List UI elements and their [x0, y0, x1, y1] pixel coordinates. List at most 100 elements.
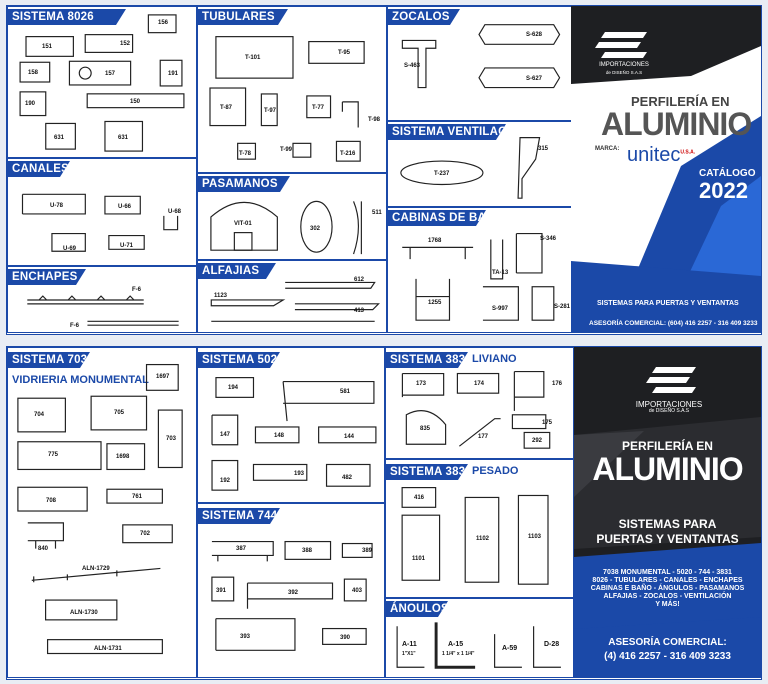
panel-sistema-8026: SISTEMA 8026 156 151 152 158 157 191 190…	[7, 6, 197, 158]
catalog-label: CATÁLOGO	[699, 168, 756, 179]
profile-label: 387	[236, 546, 247, 552]
profiles-enchapes-drawing	[27, 295, 179, 326]
profile-label: 157	[105, 71, 116, 77]
profile-label: 390	[340, 635, 351, 641]
profile-label: U-71	[120, 243, 134, 249]
profile-label: 708	[46, 498, 57, 504]
section-title-enchapes: ENCHAPES	[8, 269, 86, 285]
section-subtitle-liviano: LIVIANO	[472, 353, 517, 365]
profile-label: 631	[54, 135, 65, 141]
section-title-angulos: ÁNOULOS	[386, 601, 448, 617]
profile-label: 761	[132, 494, 143, 500]
profile-label: T-98	[368, 117, 381, 123]
profiles-ventilacion-drawing	[400, 137, 541, 199]
catalog-back-cover: IMPORTACIONES de DISEÑO S.A.S PERFILERÍA…	[574, 347, 761, 678]
profile-label: S-281	[554, 304, 571, 310]
section-title-5020: SISTEMA 5020	[198, 352, 280, 368]
section-subtitle-pesado: PESADO	[472, 465, 519, 477]
catalog-year: 2022	[699, 178, 748, 203]
profile-label: 1103	[528, 534, 542, 540]
profiles-7038-drawing	[17, 363, 183, 655]
profile-label: D-28	[544, 641, 560, 648]
panel-sistema-7038: SISTEMA 7038 VIDRIERIA MONUMENTAL 1697 7…	[7, 347, 197, 678]
brand-logo-icon	[595, 32, 647, 58]
profile-label: 151	[42, 44, 53, 50]
section-title-cabinas: CABINAS DE BAÑO	[388, 210, 486, 226]
profile-label: F-6	[70, 323, 79, 329]
profile-label: 174	[474, 381, 485, 387]
section-title-zocalos: ZOCALOS	[388, 9, 460, 25]
section-title-ventilacion: SISTEMA VENTILACION	[388, 124, 506, 140]
section-title-744: SISTEMA 744	[198, 508, 280, 524]
profiles-pasamanos-drawing	[210, 200, 362, 255]
panel-alfajias: ALFAJIAS 1123 612 413	[197, 260, 387, 333]
profile-label: A-15	[448, 641, 464, 648]
profile-label: T-101	[245, 55, 261, 61]
profile-label: T-237	[434, 171, 450, 177]
panel-sistema-3831-pesado: SISTEMA 3831 PESADO 416 1101 1102 1103	[385, 459, 574, 598]
profile-label: 1255	[428, 300, 442, 306]
panel-sistema-3831-liviano: SISTEMA 3831 LIVIANO 173 174 176 835 177…	[385, 347, 574, 459]
profile-label: T-216	[340, 151, 356, 157]
systems-list-line: ALFAJIAS - ZOCALOS - VENTILACIÓN	[603, 593, 732, 600]
profile-label: 192	[220, 478, 231, 484]
profile-label: 392	[288, 590, 299, 596]
systems-list-line: 8026 - TUBULARES - CANALES - ENCHAPES	[592, 577, 743, 584]
brand-unitec: unitecU.S.A.	[627, 144, 696, 166]
profiles-angulos-drawing	[396, 622, 561, 669]
profile-label: 403	[352, 588, 363, 594]
profiles-744-drawing	[211, 540, 373, 651]
profile-label: T-99	[280, 147, 293, 153]
systems-line-2: PUERTAS Y VENTANTAS	[596, 532, 739, 546]
profile-label: 1102	[476, 536, 490, 542]
catalog-sheet-bottom: SISTEMA 7038 VIDRIERIA MONUMENTAL 1697 7…	[6, 346, 762, 680]
profile-label: 703	[166, 436, 177, 442]
profiles-tubulares-drawing	[209, 36, 365, 162]
profile-label: 840	[38, 546, 49, 552]
contact-phone: (4) 416 2257 - 316 409 3233	[604, 651, 731, 662]
profile-label: TA-13	[492, 270, 509, 276]
profile-label: 702	[140, 531, 151, 537]
systems-line-1: SISTEMAS PARA	[618, 517, 717, 531]
profile-label: 1697	[156, 374, 170, 380]
section-title-canales: CANALES	[8, 161, 70, 177]
profile-label: T-97	[264, 108, 277, 114]
profile-label: 156	[158, 20, 169, 26]
profile-label: S-997	[492, 306, 509, 312]
profile-label: 581	[340, 389, 351, 395]
section-title-tubulares: TUBULARES	[198, 9, 288, 25]
panel-sistema-5020: SISTEMA 5020 194 581 147 148 144 192 193…	[197, 347, 385, 503]
profile-label: F-6	[132, 287, 141, 293]
panel-sistema-744: SISTEMA 744 387 388 389 391 392 403 393 …	[197, 503, 385, 678]
profile-label: U-68	[168, 209, 182, 215]
profile-label: ALN-1729	[82, 566, 110, 572]
profile-label: 391	[216, 588, 227, 594]
cover-title: ALUMINIO	[601, 106, 752, 142]
profiles-8026-drawing	[19, 14, 185, 152]
marca-label: MARCA:	[595, 146, 620, 152]
cover-background	[574, 347, 761, 678]
panel-ventilacion: SISTEMA VENTILACION T-237 315	[387, 121, 572, 207]
profile-label: 482	[342, 475, 353, 481]
profiles-alfajias-drawing	[210, 281, 380, 322]
cover-subtitle: PERFILERÍA EN	[631, 94, 730, 109]
profile-label: 389	[362, 548, 373, 554]
profile-label: ALN-1730	[70, 610, 98, 616]
profile-label: A-59	[502, 645, 518, 652]
profile-label: T-78	[239, 151, 252, 157]
profile-label: 152	[120, 41, 131, 47]
profile-label: 775	[48, 452, 59, 458]
profile-label: 835	[420, 426, 431, 432]
panel-zocalos: ZOCALOS S-463 S-628 S-627	[387, 6, 572, 121]
profiles-zocalos-drawing	[401, 24, 561, 89]
profile-label: T-95	[338, 50, 351, 56]
profile-label: T-87	[220, 105, 233, 111]
profile-label: 416	[414, 495, 425, 501]
systems-list-line: 7038 MONUMENTAL - 5020 - 744 - 3831	[603, 569, 732, 576]
brand-name: IMPORTACIONES de DISEÑO S.A.S	[635, 400, 703, 415]
profile-label: 190	[25, 101, 36, 107]
profile-label: 176	[552, 381, 563, 387]
profile-label: 388	[302, 548, 313, 554]
panel-cabinas: CABINAS DE BAÑO 1768 S-346 TA-13 1255 S-…	[387, 207, 572, 333]
profile-label: 315	[538, 146, 549, 152]
